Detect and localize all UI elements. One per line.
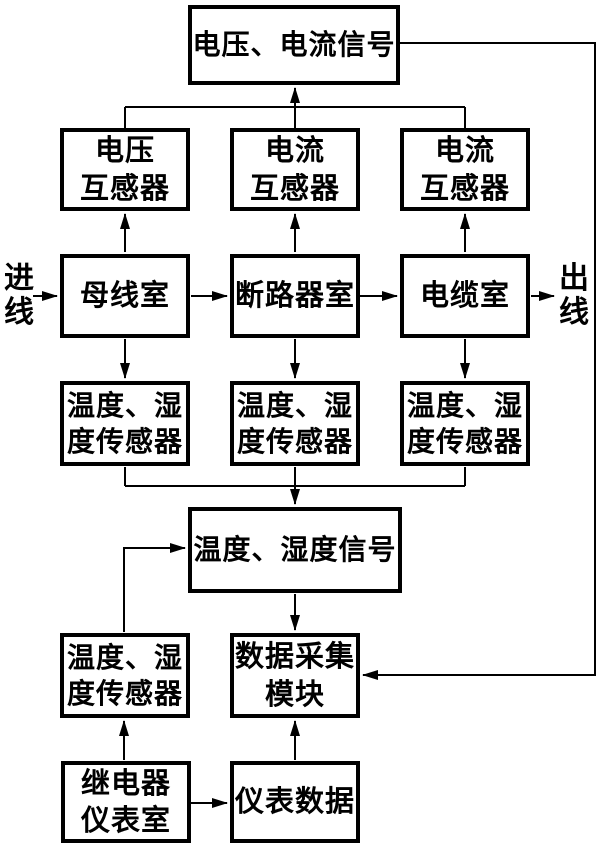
node-temp-humidity-sensor-3: 温度、湿 度传感器 xyxy=(400,381,530,466)
node-current-transformer-2: 电流 互感器 xyxy=(400,128,530,211)
node-cable-room: 电缆室 xyxy=(400,254,530,338)
node-busbar-room: 母线室 xyxy=(60,254,190,338)
node-temp-humidity-sensor-4: 温度、湿 度传感器 xyxy=(60,633,190,718)
node-current-transformer-1: 电流 互感器 xyxy=(230,128,360,211)
node-data-acquisition-module: 数据采集 模块 xyxy=(230,633,360,718)
arrow-sensor4-to-temp-humidity-signal xyxy=(123,543,186,632)
node-voltage-current-signal: 电压、电流信号 xyxy=(188,5,400,85)
incoming-line-label: 进 线 xyxy=(4,260,34,330)
arrow-signal-box-to-data-acquisition xyxy=(362,42,596,680)
node-instrument-data: 仪表数据 xyxy=(230,761,360,843)
outgoing-line-label: 出 线 xyxy=(559,260,589,330)
node-temp-humidity-sensor-1: 温度、湿 度传感器 xyxy=(60,381,190,466)
node-relay-instrument-room: 继电器 仪表室 xyxy=(61,761,191,843)
node-breaker-room: 断路器室 xyxy=(230,254,360,338)
node-temp-humidity-signal: 温度、湿度信号 xyxy=(188,507,402,593)
node-temp-humidity-sensor-2: 温度、湿 度传感器 xyxy=(230,381,360,466)
node-voltage-transformer: 电压 互感器 xyxy=(60,128,190,211)
